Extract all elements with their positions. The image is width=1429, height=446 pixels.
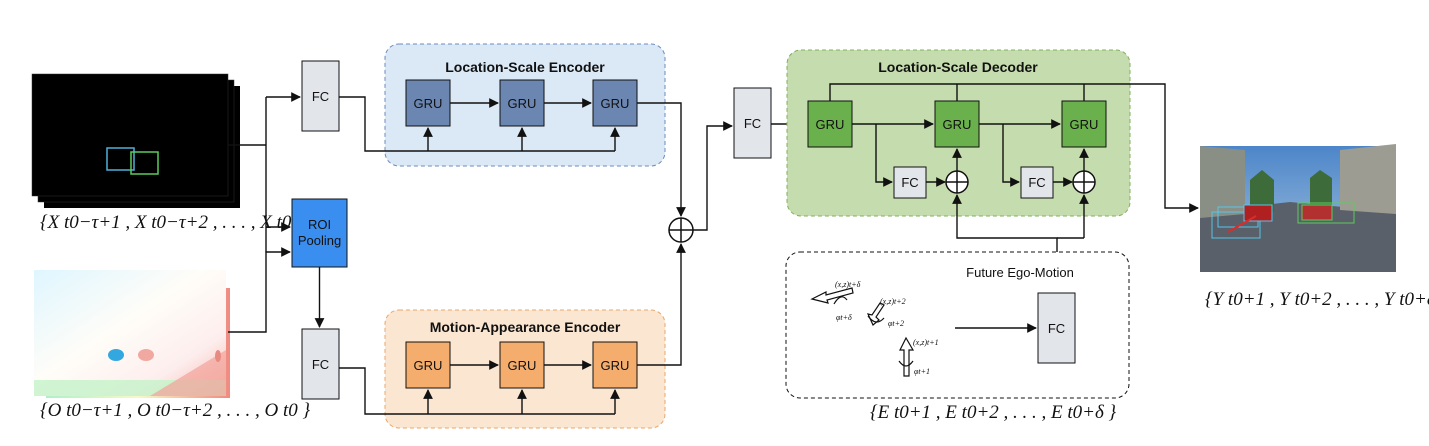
flow-blob-red <box>138 349 154 361</box>
svg-text:GRU: GRU <box>601 358 630 373</box>
svg-text:FC: FC <box>312 357 329 372</box>
svg-text:GRU: GRU <box>601 96 630 111</box>
svg-text:GRU: GRU <box>943 117 972 132</box>
arrow-flow-to-roi <box>228 247 291 333</box>
fc-motion: FC <box>301 328 340 400</box>
dec-gru-1: GRU <box>807 100 853 148</box>
ego-arrow-t-delta-icon <box>810 287 854 305</box>
ego-title: Future Ego-Motion <box>966 265 1074 280</box>
loc-gru-2: GRU <box>499 79 545 127</box>
ego-arrow-t-1-icon <box>898 336 915 377</box>
y-sequence-label: {Y t0+1 , Y t0+2 , . . . , Y t0+δ } <box>1205 289 1429 310</box>
svg-text:(x,z)t+1: (x,z)t+1 <box>913 338 939 347</box>
svg-text:FC: FC <box>744 116 761 131</box>
x-sequence-label: {X t0−τ+1 , X t0−τ+2 , . . . , X t0 } <box>40 212 304 233</box>
motion-appearance-encoder: Motion-Appearance Encoder GRU GRU GRU <box>384 309 666 429</box>
svg-text:FC: FC <box>901 175 918 190</box>
fc-decoder-input: FC <box>733 87 772 159</box>
dec-gru-3: GRU <box>1061 100 1107 148</box>
svg-text:φt+1: φt+1 <box>914 367 930 376</box>
svg-text:GRU: GRU <box>816 117 845 132</box>
svg-text:GRU: GRU <box>1070 117 1099 132</box>
svg-text:φt+2: φt+2 <box>888 319 904 328</box>
svg-text:GRU: GRU <box>508 96 537 111</box>
flow-blob-blue <box>108 349 124 361</box>
mot-gru-1: GRU <box>405 341 451 389</box>
fc-ego: FC <box>1037 292 1076 364</box>
dec-sum-2 <box>1072 170 1096 194</box>
loc-gru-3: GRU <box>592 79 638 127</box>
svg-text:(x,z)t+2: (x,z)t+2 <box>880 297 906 306</box>
encoder-title: Location-Scale Encoder <box>445 59 605 75</box>
output-road-image <box>1200 144 1396 272</box>
mot-gru-3: GRU <box>592 341 638 389</box>
svg-text:(x,z)t+δ: (x,z)t+δ <box>835 280 861 289</box>
location-scale-encoder: Location-Scale Encoder GRU GRU GRU <box>384 43 666 167</box>
o-sequence-label: {O t0−τ+1 , O t0−τ+2 , . . . , O t0 } <box>40 400 310 421</box>
svg-text:FC: FC <box>1048 321 1065 336</box>
optical-flow-frames <box>34 270 230 398</box>
e-sequence-label: {E t0+1 , E t0+2 , . . . , E t0+δ } <box>870 402 1117 423</box>
bbox-green <box>130 151 159 175</box>
arrow-to-output <box>829 83 1199 213</box>
roi-pooling: ROI Pooling <box>291 198 348 268</box>
svg-text:ROI: ROI <box>308 217 331 232</box>
mot-gru-2: GRU <box>499 341 545 389</box>
decoder-title: Location-Scale Decoder <box>878 59 1038 75</box>
loc-gru-1: GRU <box>405 79 451 127</box>
svg-text:FC: FC <box>312 89 329 104</box>
svg-text:Pooling: Pooling <box>298 233 341 248</box>
ego-arrow-t-2-icon <box>866 302 885 326</box>
dec-fc-1: FC <box>893 166 927 199</box>
svg-text:φt+δ: φt+δ <box>836 313 852 322</box>
dec-gru-2: GRU <box>934 100 980 148</box>
svg-text:GRU: GRU <box>414 358 443 373</box>
svg-text:GRU: GRU <box>414 96 443 111</box>
sum-node <box>668 217 694 243</box>
svg-text:GRU: GRU <box>508 358 537 373</box>
location-input-frames <box>31 73 240 208</box>
dec-sum-1 <box>945 170 969 194</box>
future-ego-motion: Future Ego-Motion FC (x,z)t+δ φt+δ (x,z)… <box>785 251 1130 399</box>
dec-fc-2: FC <box>1020 166 1054 199</box>
encoder-title: Motion-Appearance Encoder <box>430 319 621 335</box>
svg-text:FC: FC <box>1028 175 1045 190</box>
location-scale-decoder: Location-Scale Decoder GRU GRU GRU FC FC <box>786 49 1131 217</box>
fc-location: FC <box>301 60 340 132</box>
bbox-blue <box>106 147 135 171</box>
